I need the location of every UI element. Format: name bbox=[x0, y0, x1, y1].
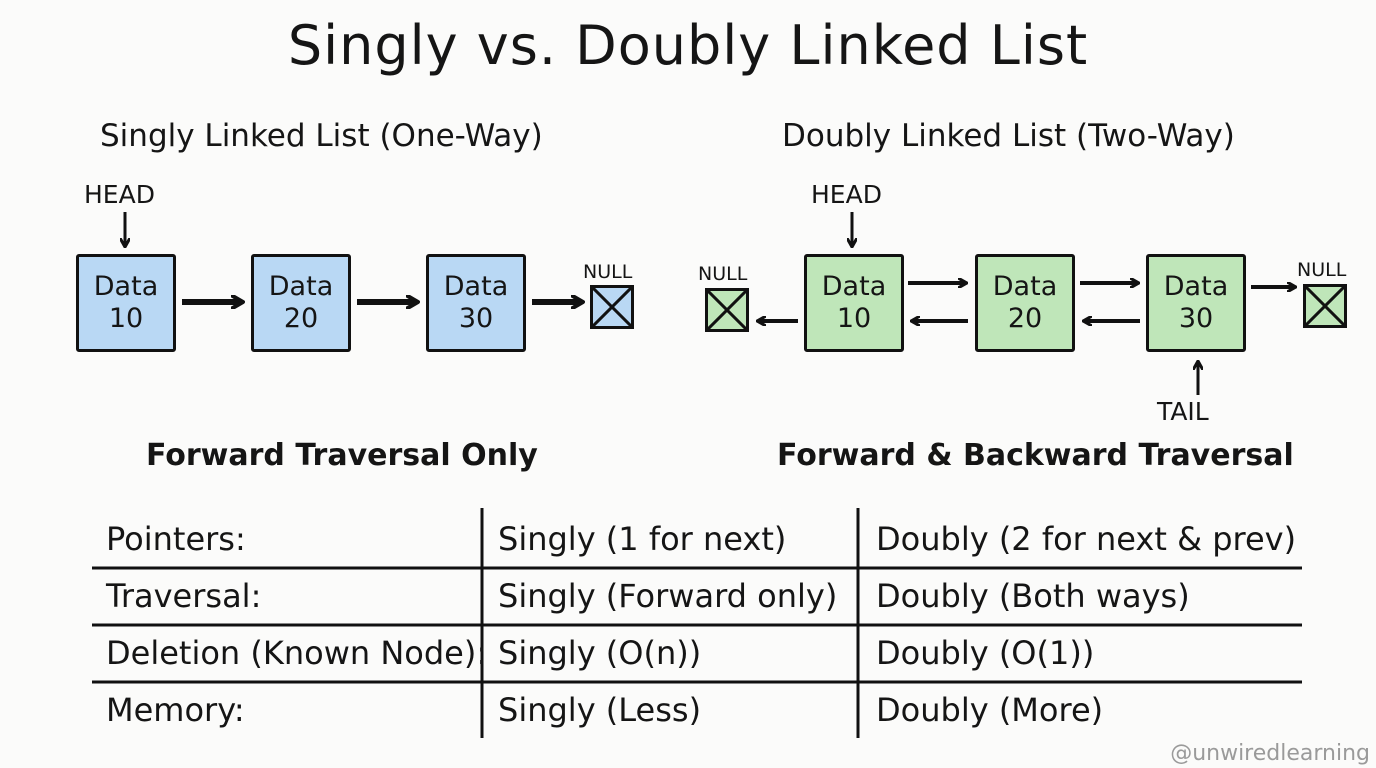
singly-node-2: Data 20 bbox=[251, 254, 351, 352]
doubly-tail-label: TAIL bbox=[1157, 397, 1209, 426]
node-value: 10 bbox=[108, 303, 144, 334]
doubly-node-1: Data 10 bbox=[804, 254, 904, 352]
singly-head-label: HEAD bbox=[84, 180, 155, 209]
node-value: 30 bbox=[1178, 303, 1214, 334]
node-data-label: Data bbox=[992, 271, 1058, 302]
table-cell-singly: Singly (O(n)) bbox=[498, 634, 702, 672]
node-value: 10 bbox=[836, 303, 872, 334]
node-data-label: Data bbox=[268, 271, 334, 302]
table-cell-doubly: Doubly (O(1)) bbox=[876, 634, 1095, 672]
doubly-node-2: Data 20 bbox=[975, 254, 1075, 352]
table-row-label: Traversal: bbox=[106, 577, 262, 615]
node-value: 30 bbox=[458, 303, 494, 334]
table-cell-singly: Singly (1 for next) bbox=[498, 520, 787, 558]
doubly-traversal-caption: Forward & Backward Traversal bbox=[777, 438, 1294, 473]
singly-traversal-caption: Forward Traversal Only bbox=[146, 438, 538, 473]
singly-node-3: Data 30 bbox=[426, 254, 526, 352]
table-cell-doubly: Doubly (2 for next & prev) bbox=[876, 520, 1297, 558]
table-cell-singly: Singly (Less) bbox=[498, 691, 702, 729]
table-cell-doubly: Doubly (Both ways) bbox=[876, 577, 1190, 615]
node-value: 20 bbox=[1007, 303, 1043, 334]
node-data-label: Data bbox=[821, 271, 887, 302]
singly-null-box-icon bbox=[590, 285, 634, 329]
table-cell-singly: Singly (Forward only) bbox=[498, 577, 838, 615]
doubly-null-right-box-icon bbox=[1303, 284, 1347, 328]
watermark: @unwiredlearning bbox=[1170, 741, 1370, 766]
table-row-label: Memory: bbox=[106, 691, 245, 729]
node-data-label: Data bbox=[93, 271, 159, 302]
singly-null-label: NULL bbox=[583, 261, 633, 283]
page-title: Singly vs. Doubly Linked List bbox=[287, 14, 1089, 77]
doubly-node-3: Data 30 bbox=[1146, 254, 1246, 352]
table-cell-doubly: Doubly (More) bbox=[876, 691, 1104, 729]
node-data-label: Data bbox=[443, 271, 509, 302]
doubly-null-left-box-icon bbox=[705, 288, 749, 332]
singly-subtitle: Singly Linked List (One-Way) bbox=[100, 118, 543, 154]
doubly-null-left-label: NULL bbox=[698, 263, 748, 285]
node-value: 20 bbox=[283, 303, 319, 334]
table-row-label: Deletion (Known Node): bbox=[106, 634, 488, 672]
singly-node-1: Data 10 bbox=[76, 254, 176, 352]
doubly-null-right-label: NULL bbox=[1297, 259, 1347, 281]
doubly-head-label: HEAD bbox=[811, 180, 882, 209]
doubly-subtitle: Doubly Linked List (Two-Way) bbox=[782, 118, 1235, 154]
node-data-label: Data bbox=[1163, 271, 1229, 302]
table-row-label: Pointers: bbox=[106, 520, 246, 558]
